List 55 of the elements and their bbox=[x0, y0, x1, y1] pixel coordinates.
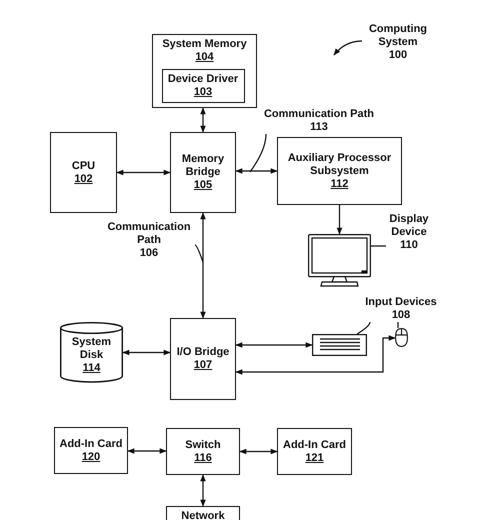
path-label: Communication Path 106 bbox=[103, 220, 195, 260]
arrow bbox=[200, 107, 206, 133]
box-title: I/O Bridge bbox=[176, 346, 230, 359]
reference-number: 120 bbox=[82, 450, 100, 464]
arrow bbox=[116, 170, 171, 176]
arrow bbox=[336, 205, 342, 235]
keyboard-drawing bbox=[312, 334, 367, 356]
bridge-box bbox=[170, 318, 236, 400]
bridge-box bbox=[170, 132, 236, 213]
monitor-drawing bbox=[308, 234, 371, 287]
reference-number: 107 bbox=[194, 359, 212, 372]
box-title: Network bbox=[181, 510, 225, 520]
reference-number: 114 bbox=[82, 362, 102, 375]
curved-arrow bbox=[334, 40, 362, 56]
box-title: System Disk bbox=[70, 336, 112, 362]
card-box bbox=[54, 427, 128, 474]
leader-line bbox=[371, 245, 386, 247]
device-label: Display Device 110 bbox=[386, 212, 432, 252]
arrow bbox=[127, 448, 167, 454]
device-label: Input Devices 108 bbox=[361, 296, 441, 322]
system-label: Computing System 100 bbox=[362, 21, 434, 63]
box-title: Device Driver bbox=[168, 72, 238, 86]
arrow bbox=[122, 350, 171, 356]
box-title: Add-In Card bbox=[283, 438, 346, 452]
arrow bbox=[200, 474, 206, 507]
reference-number: 104 bbox=[195, 51, 214, 64]
arrow bbox=[200, 212, 206, 319]
reference-number: 105 bbox=[194, 179, 212, 192]
leader-line bbox=[397, 322, 399, 328]
box-title: Switch bbox=[185, 438, 221, 452]
box-title: Add-In Card bbox=[60, 438, 122, 450]
switch-box bbox=[166, 428, 240, 475]
reference-number: 121 bbox=[305, 452, 324, 464]
reference-number: 112 bbox=[330, 178, 348, 190]
box-title: System Memory bbox=[162, 38, 247, 51]
path-label: Communication Path 113 bbox=[260, 107, 378, 134]
box-title: Memory Bridge bbox=[180, 153, 226, 179]
arrow bbox=[235, 335, 396, 375]
processor-box bbox=[277, 137, 402, 205]
mouse-drawing bbox=[395, 328, 408, 347]
box-title: Auxiliary Processor Subsystem bbox=[286, 152, 392, 178]
card-box bbox=[277, 428, 352, 475]
driver-box bbox=[162, 68, 244, 102]
reference-number: 116 bbox=[194, 452, 212, 464]
cpu-box bbox=[50, 132, 117, 213]
arrow bbox=[239, 448, 278, 454]
arrow bbox=[235, 168, 278, 174]
leader-line bbox=[194, 244, 204, 262]
arrow bbox=[235, 342, 313, 348]
leader-line bbox=[250, 134, 267, 172]
memory-box bbox=[152, 34, 257, 108]
reference-number: 103 bbox=[194, 86, 212, 98]
leader-line bbox=[356, 322, 371, 334]
reference-number: 102 bbox=[74, 172, 93, 186]
box-title: CPU bbox=[72, 160, 96, 172]
